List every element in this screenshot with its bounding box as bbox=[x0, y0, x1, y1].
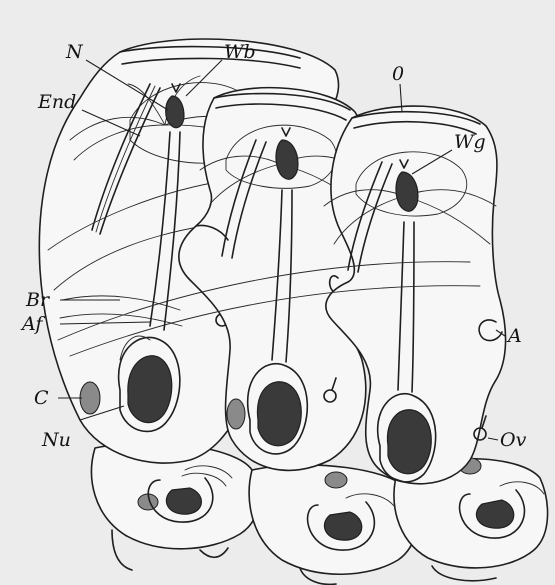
label-Af: Af bbox=[20, 313, 45, 335]
label-O: 0 bbox=[392, 63, 404, 85]
label-Nu: Nu bbox=[41, 429, 71, 451]
leader-Ov bbox=[488, 438, 498, 440]
label-N: N bbox=[65, 41, 84, 63]
lower-zooid-middle bbox=[249, 465, 416, 584]
label-Wg: Wg bbox=[454, 131, 486, 153]
label-C: C bbox=[34, 387, 49, 409]
label-Wb: Wb bbox=[224, 41, 256, 63]
label-End: End bbox=[37, 91, 76, 113]
label-Br: Br bbox=[25, 289, 51, 311]
label-Ov: Ov bbox=[500, 429, 527, 451]
label-A: A bbox=[506, 325, 522, 347]
